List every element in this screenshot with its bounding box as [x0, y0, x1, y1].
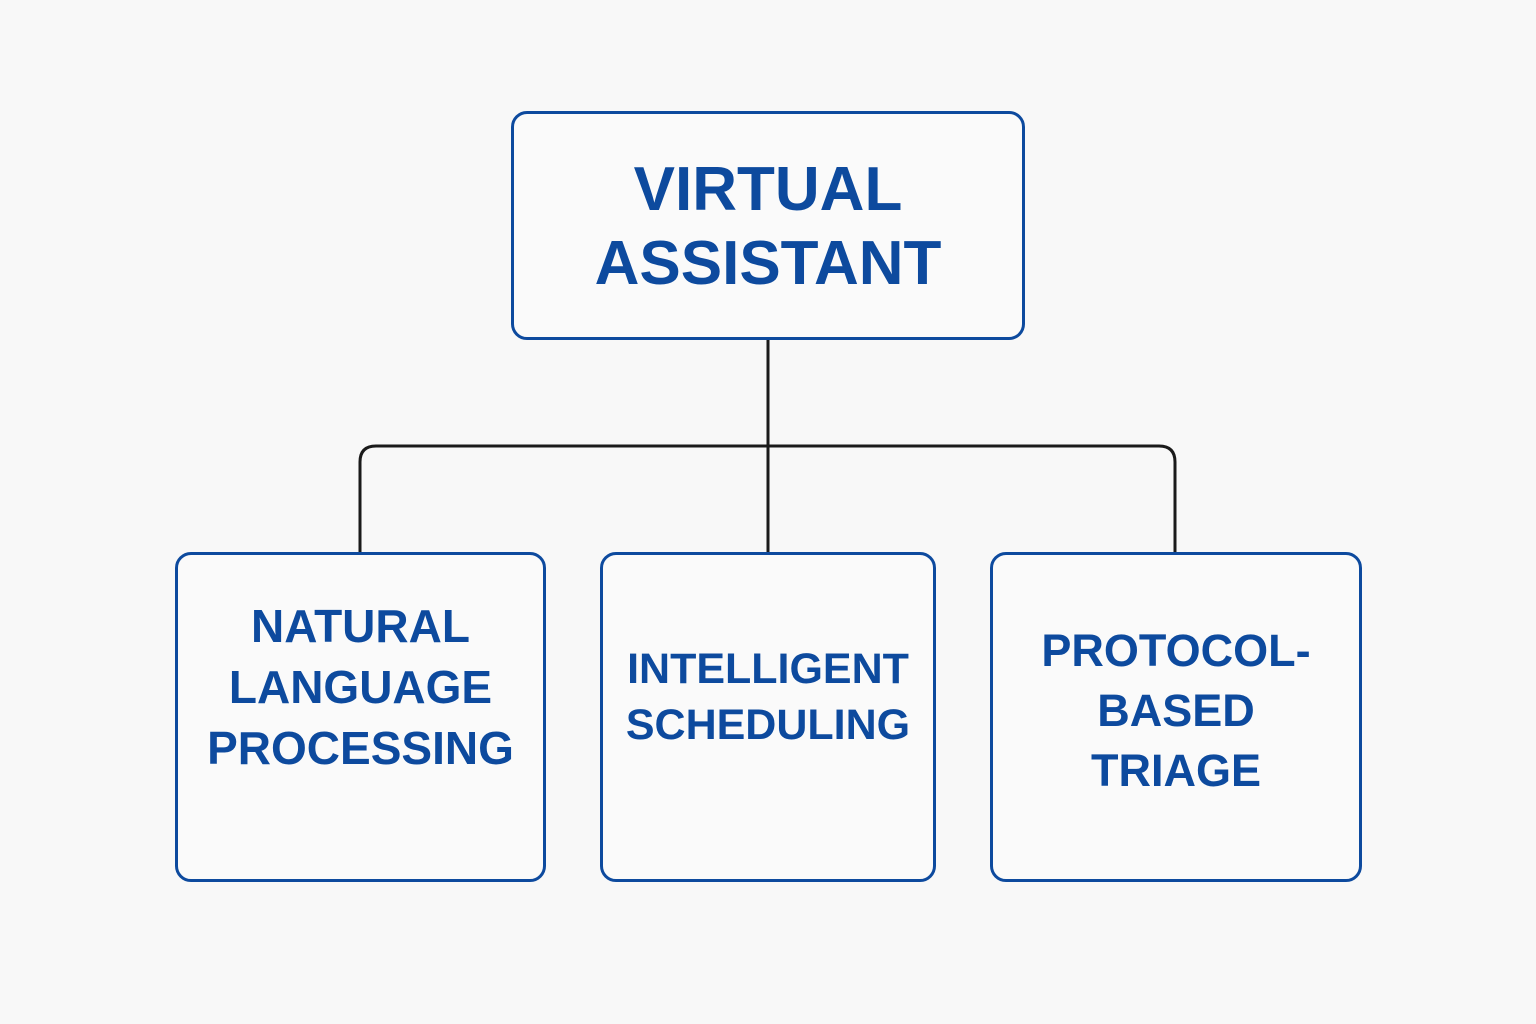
node-label-line: BASED	[1097, 685, 1255, 736]
node-virtual-assistant: VIRTUAL ASSISTANT	[511, 111, 1025, 340]
node-label-line: PROTOCOL-	[1041, 625, 1311, 676]
node-label-line: NATURAL	[251, 599, 470, 652]
node-label-line: VIRTUAL	[633, 154, 903, 224]
node-label-line: SCHEDULING	[625, 701, 911, 749]
node-label-line: LANGUAGE	[228, 660, 493, 713]
node-label-line: PROCESSING	[207, 721, 514, 774]
branch-connector	[358, 444, 1177, 553]
node-intelligent-scheduling: INTELLIGENT SCHEDULING	[600, 552, 936, 882]
node-protocol-based-triage: PROTOCOL- BASED TRIAGE	[990, 552, 1362, 882]
node-label-line: TRIAGE	[1090, 745, 1261, 796]
node-natural-language-processing: NATURAL LANGUAGE PROCESSING	[175, 552, 546, 882]
node-label-line: ASSISTANT	[594, 228, 942, 298]
node-label-line: INTELLIGENT	[627, 645, 909, 693]
